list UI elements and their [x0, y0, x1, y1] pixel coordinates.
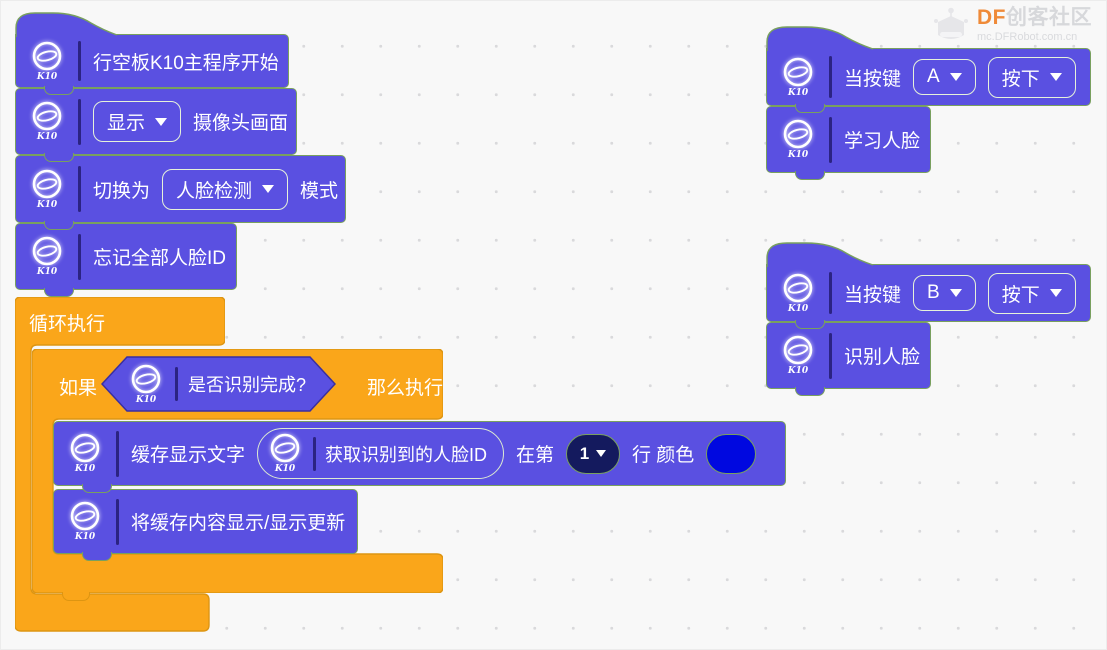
chevron-down-icon	[949, 289, 962, 297]
k10-board-icon: K10	[266, 433, 304, 474]
hat-block-k10-main-start[interactable]: K10 行空板K10主程序开始	[15, 12, 289, 95]
when-key-label: 当按键	[844, 284, 902, 306]
when-key-label: 当按键	[844, 68, 902, 90]
chevron-down-icon	[596, 450, 607, 457]
separator	[78, 166, 81, 212]
chevron-down-icon	[262, 185, 275, 193]
watermark: DF创客社区 mc.DFRobot.com.cn	[931, 6, 1092, 54]
k10-board-icon: K10	[779, 273, 817, 314]
separator	[829, 56, 832, 98]
connector-bump	[795, 387, 825, 396]
separator	[829, 116, 832, 163]
reporter-label: 获取识别到的人脸ID	[325, 444, 488, 465]
switch-prefix-label: 切换为	[93, 180, 151, 202]
update-display-label: 将缓存内容显示/显示更新	[131, 513, 346, 534]
block-switch-mode[interactable]: K10 切换为 人脸检测 模式	[15, 155, 346, 230]
block-learn-face[interactable]: K10 学习人脸	[766, 106, 931, 180]
key-dropdown[interactable]: A	[913, 59, 976, 95]
k10-board-icon: K10	[66, 501, 104, 542]
k10-board-icon: K10	[28, 236, 66, 277]
mode-dropdown[interactable]: 人脸检测	[162, 168, 289, 210]
recognize-face-label: 识别人脸	[844, 347, 921, 368]
k10-board-icon: K10	[28, 169, 66, 210]
separator	[78, 41, 81, 81]
k10-board-icon: K10	[28, 41, 66, 82]
k10-board-icon: K10	[66, 433, 104, 474]
connector-bump	[44, 221, 74, 230]
connector-bump	[44, 288, 74, 297]
reporter-block-recognized-face-id[interactable]: K10 获取识别到的人脸ID	[257, 428, 505, 479]
k10-board-icon: K10	[127, 364, 165, 405]
chevron-down-icon	[1049, 289, 1062, 297]
separator	[116, 498, 119, 545]
block-cache-display-text[interactable]: K10 缓存显示文字 K10 获取识别到的人脸ID 在第 1 行 颜色	[53, 421, 786, 493]
chevron-down-icon	[1049, 73, 1062, 81]
connector-bump	[795, 171, 825, 180]
separator	[829, 332, 832, 379]
separator	[313, 436, 317, 471]
connector-bump	[82, 552, 112, 561]
k10-board-icon: K10	[779, 57, 817, 98]
connector-bump	[44, 153, 74, 162]
loop-block-shape[interactable]	[15, 297, 225, 635]
row-color-label: 行 颜色	[632, 445, 695, 466]
separator	[78, 98, 81, 145]
separator	[78, 233, 81, 280]
boolean-block-recognition-done[interactable]: K10 是否识别完成?	[101, 356, 336, 412]
key-dropdown[interactable]: B	[913, 275, 976, 311]
hat-block-on-key-a[interactable]: K10 当按键 A 按下	[766, 26, 1091, 113]
connector-bump	[44, 86, 74, 95]
connector-bump	[795, 104, 825, 113]
display-mode-dropdown[interactable]: 显示	[93, 101, 182, 142]
watermark-url: mc.DFRobot.com.cn	[977, 31, 1078, 44]
color-swatch[interactable]	[706, 433, 757, 474]
robot-logo-icon	[931, 7, 971, 54]
chevron-down-icon	[949, 73, 962, 81]
block-recognize-face[interactable]: K10 识别人脸	[766, 322, 931, 396]
cache-text-label: 缓存显示文字	[131, 445, 246, 466]
chevron-down-icon	[155, 117, 168, 126]
camera-view-label: 摄像头画面	[193, 113, 289, 134]
mode-suffix-label: 模式	[300, 180, 339, 202]
line-number-dropdown[interactable]: 1	[566, 433, 621, 474]
at-line-label: 在第	[516, 445, 555, 466]
block-display-camera[interactable]: K10 显示 摄像头画面	[15, 88, 297, 162]
separator	[175, 367, 178, 401]
separator	[116, 430, 119, 477]
learn-face-label: 学习人脸	[844, 131, 921, 152]
connector-bump	[82, 484, 112, 493]
connector-bump	[62, 592, 90, 601]
hat-block-on-key-b[interactable]: K10 当按键 B 按下	[766, 242, 1091, 329]
block-forget-all-face-id[interactable]: K10 忘记全部人脸ID	[15, 223, 237, 297]
boolean-block-label: 是否识别完成?	[188, 375, 307, 395]
k10-board-icon: K10	[779, 335, 817, 376]
k10-board-icon: K10	[779, 119, 817, 160]
forget-label: 忘记全部人脸ID	[93, 248, 227, 269]
block-show-cached-content[interactable]: K10 将缓存内容显示/显示更新	[53, 489, 358, 561]
watermark-brand: DF创客社区	[977, 6, 1092, 29]
k10-board-icon: K10	[28, 101, 66, 142]
key-state-dropdown[interactable]: 按下	[987, 56, 1076, 98]
connector-bump	[795, 320, 825, 329]
separator	[829, 272, 832, 314]
key-state-dropdown[interactable]: 按下	[987, 272, 1076, 314]
hat-block-label: 行空板K10主程序开始	[93, 52, 279, 74]
